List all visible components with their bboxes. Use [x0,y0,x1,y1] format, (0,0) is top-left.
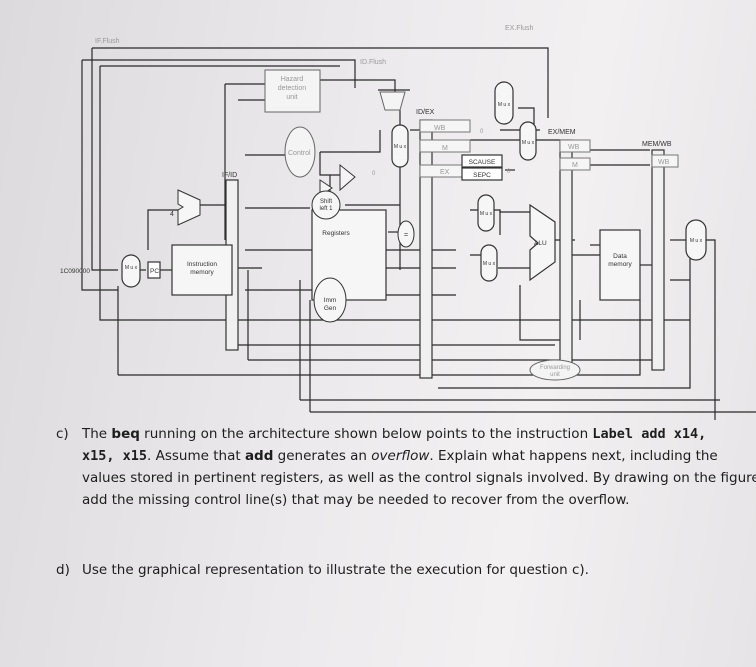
wire [82,59,356,88]
zero-label-1: 0 [372,171,376,177]
if-id-label: IF/ID [222,172,237,179]
wire [92,47,549,118]
id-flush-mux [379,91,406,111]
write-back-mux [685,219,707,261]
forwarding-label-2: unit [550,372,560,378]
question-d: d) Use the graphical representation to i… [0,560,756,584]
hazard-label-2: detection [278,85,307,92]
shift-left-unit [311,190,341,220]
mem-wb-wb-field [651,154,679,168]
forwarding-label-1: Forwarding [540,365,570,371]
shift-label-2: left 1 [319,206,333,212]
pipeline-datapath-diagram: IF.Flush ID.Flush EX.Flush Hazard detect… [60,25,756,420]
id-ex-m-field [419,139,471,153]
id-ex-ex-label: EX [440,169,450,176]
pc-source-mux [121,254,141,288]
question-c-line-1: The beq running on the architecture show… [82,426,707,442]
imm-gen [313,277,347,323]
address-label: 1C090000 [60,268,90,275]
question-d-line-1: Use the graphical representation to illu… [82,562,589,578]
flush-or-gate [339,163,356,192]
mem-wb-label: MEM/WB [642,141,672,148]
zero-label-2: 0 [480,129,484,135]
data-mem-label-2: memory [608,261,632,268]
ex-mem-wb-label: WB [568,144,580,151]
control-zero-mux [391,124,409,168]
pc-label: PC [150,268,159,275]
imm-gen-label-2: Gen [324,305,337,312]
pc-register [147,261,161,279]
registers-label: Registers [322,230,350,237]
alu-src-b-mux [480,244,498,282]
ex-mem-m-field [559,157,591,171]
instruction-memory [171,244,233,296]
wire [147,209,180,250]
ex-mem-label: EX/MEM [548,129,576,136]
wire [81,60,118,291]
pc-adder [177,189,201,226]
if-flush-label: IF.Flush [95,38,120,45]
ex-mem-flush-mux [519,121,537,161]
alu-src-a-mux [477,194,495,232]
id-ex-wb-field [419,119,471,133]
imm-gen-label-1: Imm [324,297,337,304]
scause-register [461,154,503,168]
wire [438,250,691,389]
wire [320,130,381,153]
alu-b-mux-label: M u x [483,261,496,267]
hazard-detection-unit [264,69,321,113]
wire [99,66,690,321]
hazard-label-1: Hazard [281,76,304,83]
instr-mem-label-1: Instruction [187,261,217,268]
id-flush-label: ID.Flush [360,59,386,66]
ex-flush-mux-label: M u x [498,102,511,108]
ex-mem-register [559,139,573,366]
control-mux-label: M u x [394,144,407,150]
shift-label-1: Shift [320,199,332,205]
id-ex-wb-label: WB [434,125,446,132]
forwarding-unit [529,359,581,381]
wire [91,48,118,271]
question-c-line-4: add the missing control line(s) that may… [82,492,630,508]
alu-a-mux-label: M u x [480,211,493,217]
id-ex-register [419,119,433,379]
question-d-letter: d) [56,562,70,578]
wire [519,285,560,341]
wire [319,152,340,176]
id-ex-label: ID/EX [416,109,435,116]
wire [706,239,716,420]
alu-label: ALU [534,240,547,247]
question-c-letter: c) [56,426,69,442]
control-label: Control [288,150,311,157]
adder-four-label: 4 [170,211,174,218]
alu [529,203,556,282]
sepc-label: SEPC [473,172,491,179]
question-c: c) The beq running on the architecture s… [0,424,756,524]
ex-mem-m-label: M [572,162,578,169]
ex-mem-wb-field [559,139,591,153]
mem-wb-wb-label: WB [658,159,670,166]
ex-mem-mux-label: M u x [522,140,535,146]
question-c-line-3: values stored in pertinent registers, as… [82,470,756,486]
ex-flush-label: EX.Flush [505,25,534,32]
equality-label: = [404,232,408,239]
wire [118,300,641,376]
question-c-line-2: x15, x15. Assume that add generates an o… [82,448,718,464]
ex-flush-mux [494,81,514,125]
pc-mux-label: M u x [125,265,138,271]
mem-wb-register [651,149,665,371]
zero-label-3: 0 [507,169,511,175]
equality-comparator [397,220,415,248]
wb-mux-label: M u x [690,238,703,244]
control-unit [284,126,316,178]
id-ex-m-label: M [442,145,448,152]
instr-mem-label-2: memory [190,269,214,276]
sepc-register [461,167,503,181]
hazard-label-3: unit [286,94,297,101]
data-mem-label-1: Data [613,253,627,260]
data-memory [599,229,641,301]
scause-label: SCAUSE [469,159,496,166]
